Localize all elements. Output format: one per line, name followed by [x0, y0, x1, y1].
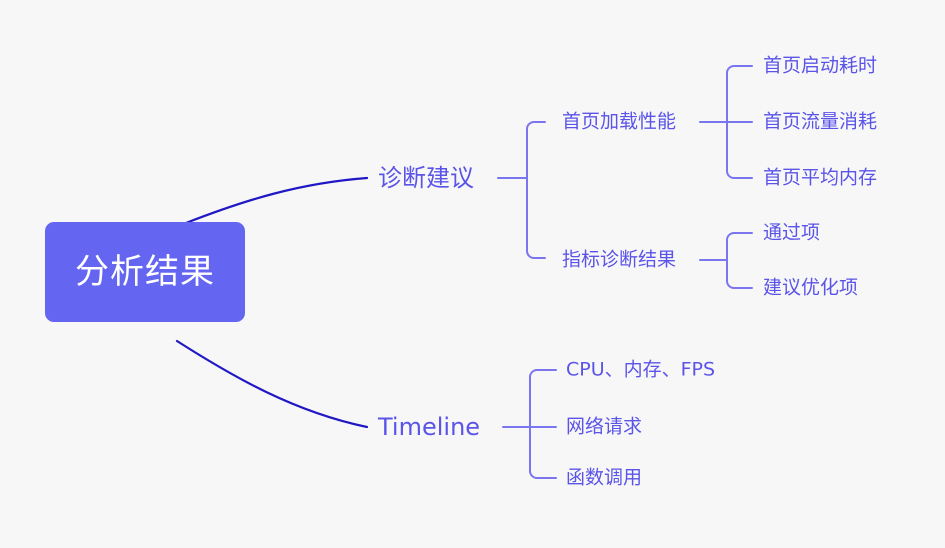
- leaf-node-home-traffic-usage[interactable]: 首页流量消耗: [763, 110, 878, 133]
- leaf-node-home-startup-time[interactable]: 首页启动耗时: [763, 54, 878, 77]
- leaf-node-passed-items-label: 通过项: [763, 221, 821, 244]
- leaf-node-passed-items[interactable]: 通过项: [763, 221, 821, 244]
- leaf-node-function-calls[interactable]: 函数调用: [566, 466, 643, 489]
- leaf-node-home-average-memory[interactable]: 首页平均内存: [763, 166, 878, 189]
- leaf-node-home-average-memory-label: 首页平均内存: [763, 166, 878, 189]
- leaf-node-suggested-optimizations-label: 建议优化项: [763, 276, 859, 299]
- branch-node-timeline[interactable]: Timeline: [378, 415, 480, 439]
- edge-diagnosis-bracket: [526, 121, 546, 259]
- edge-loadperf-bracket: [726, 65, 753, 179]
- sub-node-metric-diagnosis-result[interactable]: 指标诊断结果: [562, 248, 677, 271]
- leaf-node-network-requests[interactable]: 网络请求: [566, 415, 643, 438]
- leaf-node-network-requests-label: 网络请求: [566, 415, 643, 438]
- sub-node-metric-diagnosis-result-label: 指标诊断结果: [562, 248, 677, 271]
- sub-node-load-performance-label: 首页加载性能: [562, 110, 677, 133]
- leaf-node-function-calls-label: 函数调用: [566, 466, 643, 489]
- edge-root-to-timeline: [175, 339, 369, 429]
- leaf-node-home-startup-time-label: 首页启动耗时: [763, 54, 878, 77]
- branch-node-diagnosis[interactable]: 诊断建议: [378, 166, 474, 190]
- root-node[interactable]: 分析结果: [45, 222, 245, 322]
- edge-root-to-diagnosis: [184, 176, 369, 225]
- branch-node-timeline-label: Timeline: [378, 413, 481, 441]
- root-node-label: 分析结果: [75, 252, 215, 292]
- edge-metrics-bracket: [726, 232, 753, 289]
- edge-timeline-bracket: [529, 369, 557, 479]
- leaf-node-suggested-optimizations[interactable]: 建议优化项: [763, 276, 859, 299]
- branch-node-diagnosis-label: 诊断建议: [378, 164, 474, 192]
- leaf-node-cpu-memory-fps-label: CPU、内存、FPS: [566, 358, 716, 381]
- sub-node-load-performance[interactable]: 首页加载性能: [562, 110, 677, 133]
- leaf-node-cpu-memory-fps[interactable]: CPU、内存、FPS: [566, 358, 716, 381]
- leaf-node-home-traffic-usage-label: 首页流量消耗: [763, 110, 878, 133]
